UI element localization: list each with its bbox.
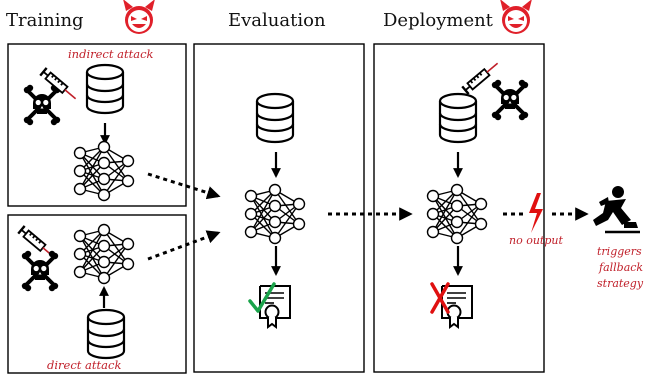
direct-attack-label: direct attack xyxy=(47,358,121,372)
database-icon xyxy=(255,92,295,144)
deployment-box xyxy=(373,43,545,373)
neural-network-icon xyxy=(426,183,488,245)
dotted-flow-arrow xyxy=(147,172,221,200)
deployment-heading: Deployment xyxy=(383,10,494,31)
no-output-label: no output xyxy=(509,234,563,247)
fallback-line-1: triggers xyxy=(597,245,642,258)
deployment-devil-icon xyxy=(500,0,532,34)
database-icon xyxy=(86,308,126,360)
certificate-icon xyxy=(259,285,291,328)
skull-crossbones-icon xyxy=(21,82,63,128)
training-heading: Training xyxy=(6,10,84,31)
skull-crossbones-icon xyxy=(19,248,61,294)
dotted-flow-arrow xyxy=(147,230,221,261)
neural-network-icon xyxy=(244,183,306,245)
neural-network-icon xyxy=(73,223,135,285)
neural-network-icon xyxy=(73,140,135,202)
training-devil-icon xyxy=(123,0,155,34)
indirect-attack-label: indirect attack xyxy=(68,47,154,61)
evaluation-box xyxy=(193,43,365,373)
evaluation-heading: Evaluation xyxy=(228,10,326,31)
training-indirect-box xyxy=(7,43,187,207)
training-direct-box xyxy=(7,214,187,374)
falling-person-icon xyxy=(593,186,640,234)
database-icon xyxy=(85,63,125,115)
checkmark-icon xyxy=(248,282,276,313)
lightning-icon xyxy=(529,193,543,233)
cross-icon xyxy=(430,282,450,314)
fallback-line-3: strategy xyxy=(597,277,644,290)
database-icon xyxy=(438,92,478,144)
fallback-line-2: fallback xyxy=(598,261,643,274)
syringe-icon xyxy=(461,58,503,96)
skull-crossbones-icon xyxy=(489,77,531,123)
